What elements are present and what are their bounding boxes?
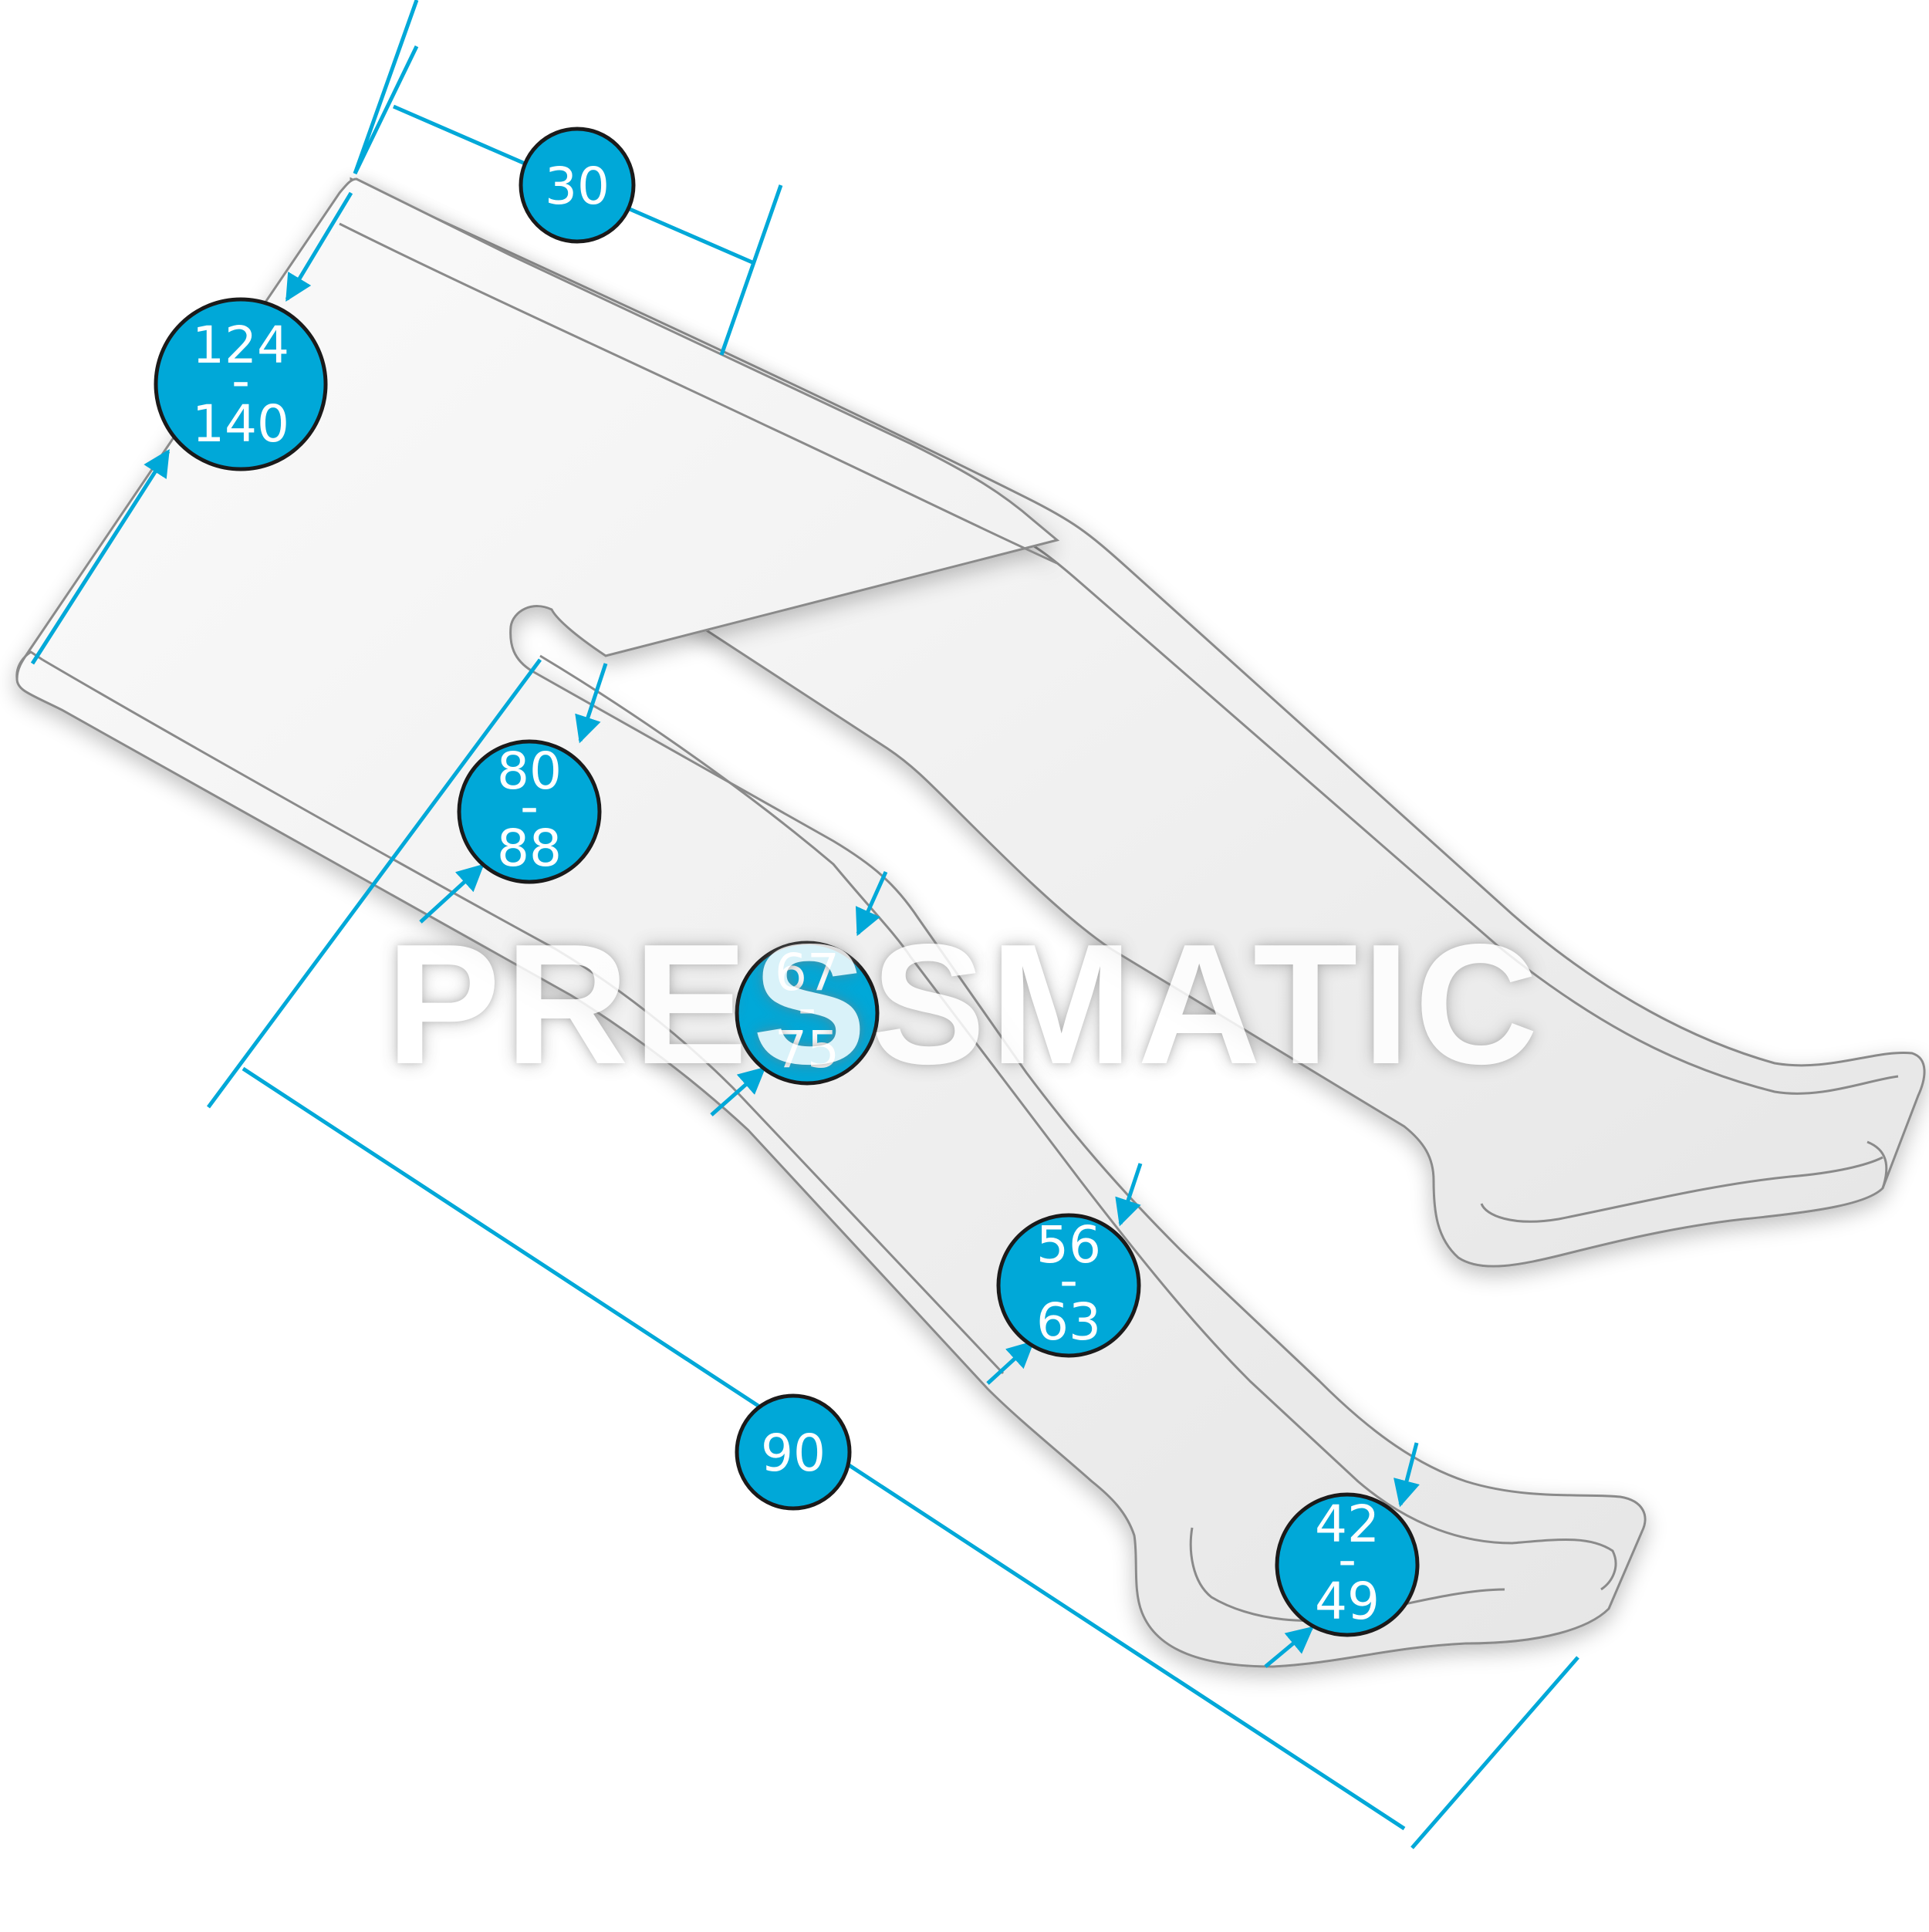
badge-hip-top: 124 xyxy=(192,316,289,375)
badge-calf: 56 - 63 xyxy=(996,1213,1141,1358)
extension-line-bottom-length xyxy=(1410,1656,1579,1849)
dimension-lines xyxy=(30,0,1579,1849)
arrow-thigh-bottom xyxy=(419,863,485,924)
badge-ankle: 42 - 49 xyxy=(1275,1492,1420,1637)
arrow-ankle-top xyxy=(1394,1442,1420,1508)
arrow-calf-bottom xyxy=(986,1340,1035,1385)
badge-90-label: 90 xyxy=(761,1424,826,1483)
badge-ankle-top: 42 xyxy=(1315,1495,1380,1554)
arrow-calf-top xyxy=(1115,1163,1143,1227)
extension-line-left xyxy=(353,45,419,175)
badge-ankle-bottom: 49 xyxy=(1315,1572,1380,1631)
badge-30: 30 xyxy=(519,127,636,244)
badge-90: 90 xyxy=(735,1393,852,1511)
badge-hip: 124 - 140 xyxy=(154,297,328,471)
badge-knee-sep: - xyxy=(798,978,816,1038)
extension-line-left xyxy=(353,0,419,174)
arrow-knee-bottom xyxy=(710,1066,766,1116)
front-leg xyxy=(15,177,1647,1668)
badge-hip-sep: - xyxy=(231,351,250,410)
badge-thigh-top: 80 xyxy=(497,741,562,801)
badge-thigh-sep: - xyxy=(520,777,539,836)
badge-thigh: 80 - 88 xyxy=(457,739,602,884)
badge-hip-bottom: 140 xyxy=(192,394,289,454)
extension-line-top-length xyxy=(206,658,542,1109)
extension-line-right xyxy=(719,184,783,356)
arrow-ankle-bottom xyxy=(1264,1626,1314,1668)
arrow-knee-top xyxy=(855,870,888,937)
badge-ankle-sep: - xyxy=(1338,1530,1356,1589)
arrow-hip-top xyxy=(285,191,353,302)
arrow-thigh-top xyxy=(575,663,608,744)
badge-calf-sep: - xyxy=(1059,1251,1078,1310)
badge-knee-bottom: 75 xyxy=(775,1020,840,1079)
badge-30-label: 30 xyxy=(545,157,610,216)
badge-thigh-bottom: 88 xyxy=(497,819,562,878)
badge-calf-bottom: 63 xyxy=(1036,1292,1101,1352)
badge-knee-top: 67 xyxy=(775,943,840,1002)
badge-knee: 67 - 75 xyxy=(735,941,880,1086)
arrow-hip-bottom xyxy=(30,449,171,665)
badge-calf-top: 56 xyxy=(1036,1215,1101,1275)
